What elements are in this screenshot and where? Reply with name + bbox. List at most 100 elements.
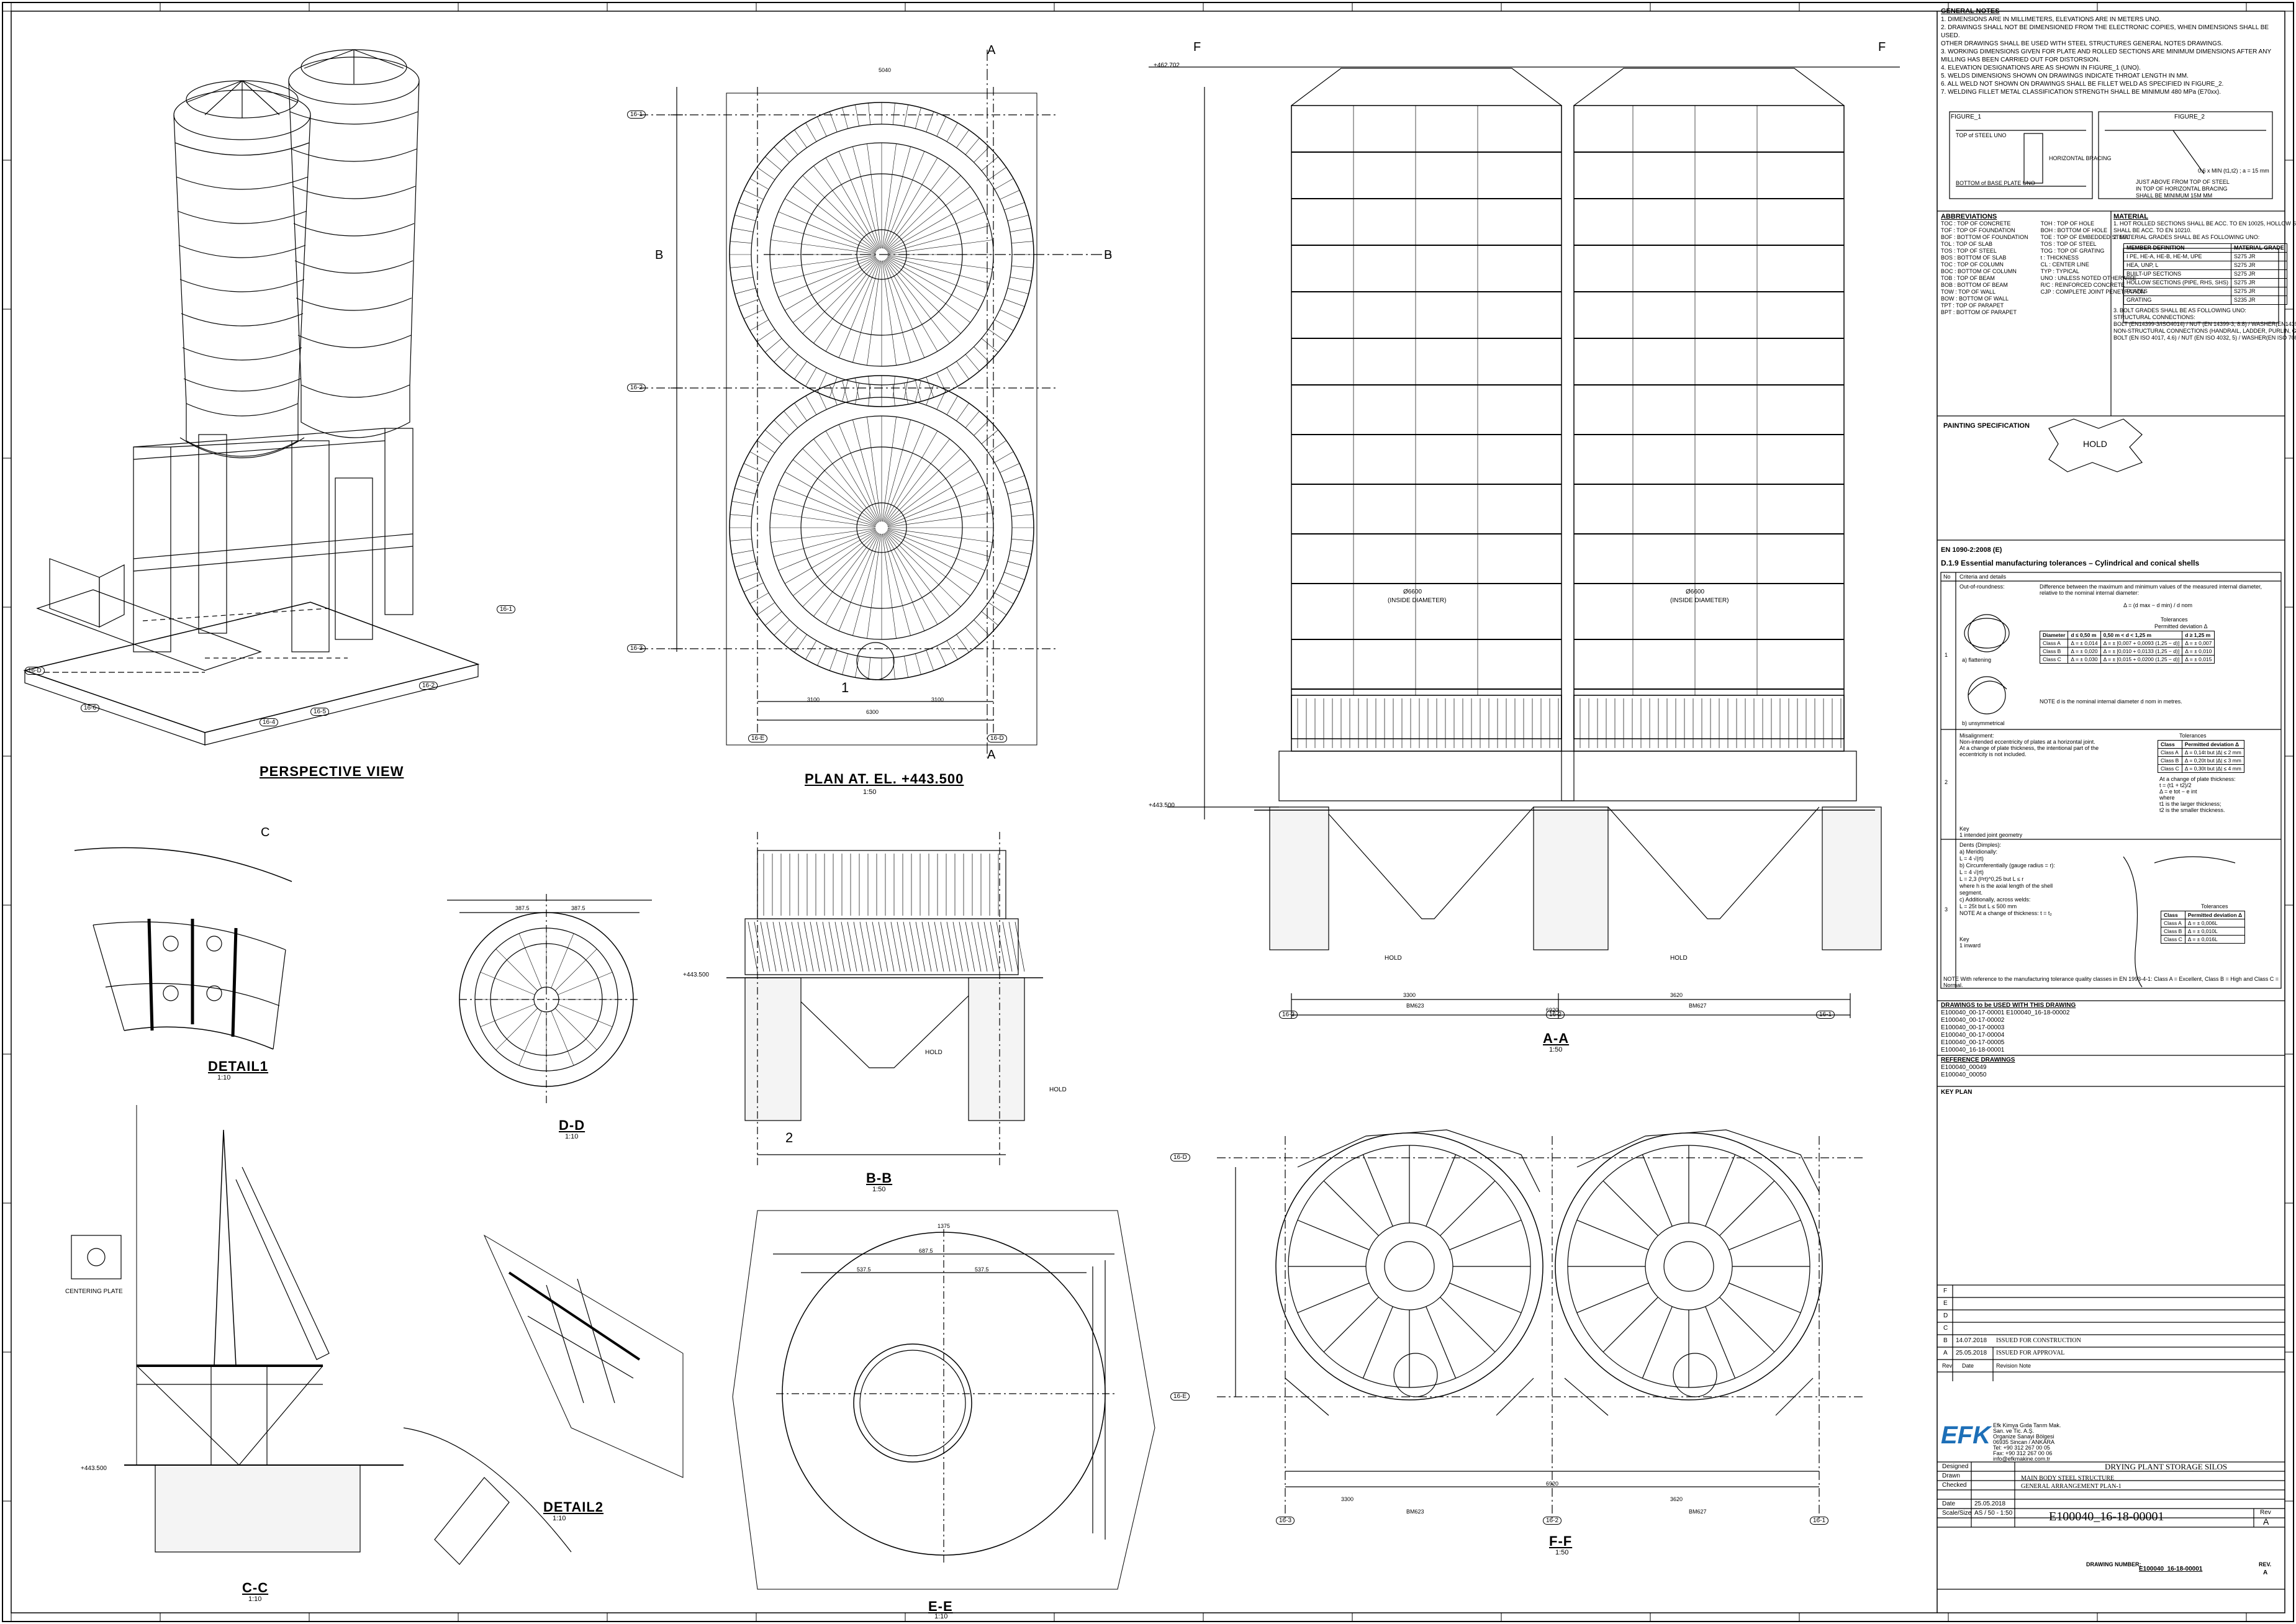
radial-rib <box>1000 190 1020 200</box>
cone-rib <box>772 921 783 972</box>
tol-row3-line: b) Circumferentially (gauge radius = r): <box>1959 862 2055 868</box>
tb-project: DRYING PLANT STORAGE SILOS <box>2105 1462 2228 1471</box>
painting-heading: PAINTING SPECIFICATION <box>1943 422 2030 430</box>
dim-label: 3620 <box>1670 1496 1683 1502</box>
radial-rib <box>981 338 998 353</box>
radial-rib <box>1297 1283 1370 1314</box>
view-scale-plan: 1:50 <box>863 788 877 796</box>
radial-rib <box>884 430 938 523</box>
cone-rib <box>890 921 901 972</box>
material-note: 1. HOT ROLLED SECTIONS SHALL BE ACC. TO … <box>2113 220 2296 227</box>
radial-rib <box>893 657 895 680</box>
rev-header: Rev <box>1942 1363 1953 1369</box>
dim-label: 537.5 <box>975 1266 989 1273</box>
rev-letter: F <box>1943 1288 1948 1294</box>
cone-rib <box>983 921 994 972</box>
cone-rib <box>903 921 913 972</box>
grid-bubble: 16-D <box>987 734 1007 742</box>
radial-rib <box>1362 1306 1393 1379</box>
fig-text: IN TOP OF HORIZONTAL BRACING <box>2136 186 2228 192</box>
radial-rib <box>1705 1154 1736 1227</box>
table-cell: PLATES <box>2123 287 2232 296</box>
cone-rib <box>872 921 882 972</box>
radial-rib <box>743 190 764 200</box>
cone-rib <box>915 921 926 972</box>
drawings-used-heading: DRAWINGS to be USED WITH THIS DRAWING <box>1941 1002 2076 1009</box>
radial-rib <box>1729 1219 1801 1250</box>
radial-rib <box>1323 1180 1379 1236</box>
radial-rib <box>757 329 775 342</box>
radial-rib <box>956 130 969 148</box>
tol-row2-line: Misalignment: <box>1959 733 1994 739</box>
radial-rib <box>784 354 798 371</box>
notes-panel <box>1937 11 2285 1613</box>
section-bb <box>726 832 1043 1167</box>
radial-rib <box>867 417 881 522</box>
radial-rib <box>774 225 876 253</box>
radial-rib <box>994 592 1014 604</box>
cone-rib <box>921 921 932 972</box>
company-line: Efk Kimya Gıda Tarım Mak. <box>1993 1422 2061 1428</box>
tol-row1-fig: b) unsymmetrical <box>1962 720 2005 726</box>
radial-rib <box>838 424 880 522</box>
reference-drawing: E100040_00050 <box>1941 1071 1987 1078</box>
radial-rib <box>1000 582 1020 592</box>
radial-rib <box>749 178 769 190</box>
radial-rib <box>965 411 980 428</box>
radial-rib <box>882 533 897 639</box>
cone-rib <box>760 921 771 972</box>
cone-rib <box>828 921 839 972</box>
inside-diameter-label: (INSIDE DIAMETER) <box>1670 597 1729 604</box>
radial-rib <box>1449 1219 1522 1250</box>
radial-rib <box>802 175 878 251</box>
rev-header: Date <box>1962 1363 1974 1369</box>
dim-label: 5040 <box>879 67 892 73</box>
radial-rib <box>1719 1180 1775 1236</box>
dim-label: 3100 <box>807 697 820 703</box>
radial-rib <box>825 533 879 625</box>
table-cell: Δ = ± [0,015 + 0,0200 (1,25 − d)] <box>2100 655 2183 664</box>
grid-bubble: 16-5 <box>310 708 330 716</box>
grid-bubble: 16-4 <box>260 718 279 726</box>
radial-rib <box>965 138 980 155</box>
table-cell: Δ = ± 0,006L <box>2184 919 2246 927</box>
cone-rib <box>816 921 826 972</box>
cut-marker: C <box>261 826 270 839</box>
radial-rib <box>1004 572 1025 580</box>
general-notes-item: 1. DIMENSIONS ARE IN MILLIMETERS, ELEVAT… <box>1941 16 2161 23</box>
tol-row1-criterion: Out-of-roundness: <box>1959 584 2005 590</box>
elevation-label: +443.500 <box>81 1465 107 1472</box>
hold-label: HOLD <box>1049 1086 1067 1093</box>
abbreviation-item: TOE : TOP OF EMBEDDED STEEL <box>2040 234 2130 240</box>
abbreviation-item: BPT : BOTTOM OF PARAPET <box>1941 309 2017 315</box>
radial-rib <box>887 257 979 311</box>
radial-rib <box>794 361 807 379</box>
radial-rib <box>784 257 877 311</box>
rev-letter: E <box>1943 1300 1948 1307</box>
radial-rib <box>734 488 756 494</box>
radial-rib <box>915 653 921 675</box>
section-ff <box>1217 1129 1863 1521</box>
general-notes: GENERAL NOTES 1. DIMENSIONS ARE IN MILLI… <box>1941 7 2276 96</box>
section-dd <box>447 894 652 1105</box>
dim-label: 6920 <box>1546 1007 1559 1013</box>
radial-rib <box>885 448 961 524</box>
tb-bottom-rev-label: REV. <box>2259 1561 2272 1568</box>
radial-rib <box>915 381 921 402</box>
abbreviation-item: TOL : TOP OF SLAB <box>1941 241 1993 247</box>
tb-label: Checked <box>1942 1482 1967 1489</box>
company-line: Organize Sanayi Bölgesi <box>1993 1433 2054 1440</box>
table-cell: 0,50 m < d < 1,25 m <box>2100 631 2183 639</box>
radial-rib <box>1602 1297 1658 1353</box>
radial-rib <box>765 156 782 171</box>
rev-desc: ISSUED FOR CONSTRUCTION <box>1996 1337 2081 1344</box>
radial-rib <box>1007 561 1029 567</box>
abbreviation-item: TOB : TOP OF BEAM <box>1941 275 1995 281</box>
radial-rib <box>1004 299 1025 307</box>
tb-rev-value: A <box>2263 1517 2269 1527</box>
material-section: MATERIAL 1. HOT ROLLED SECTIONS SHALL BE… <box>2113 214 2296 341</box>
radial-rib <box>884 533 925 631</box>
